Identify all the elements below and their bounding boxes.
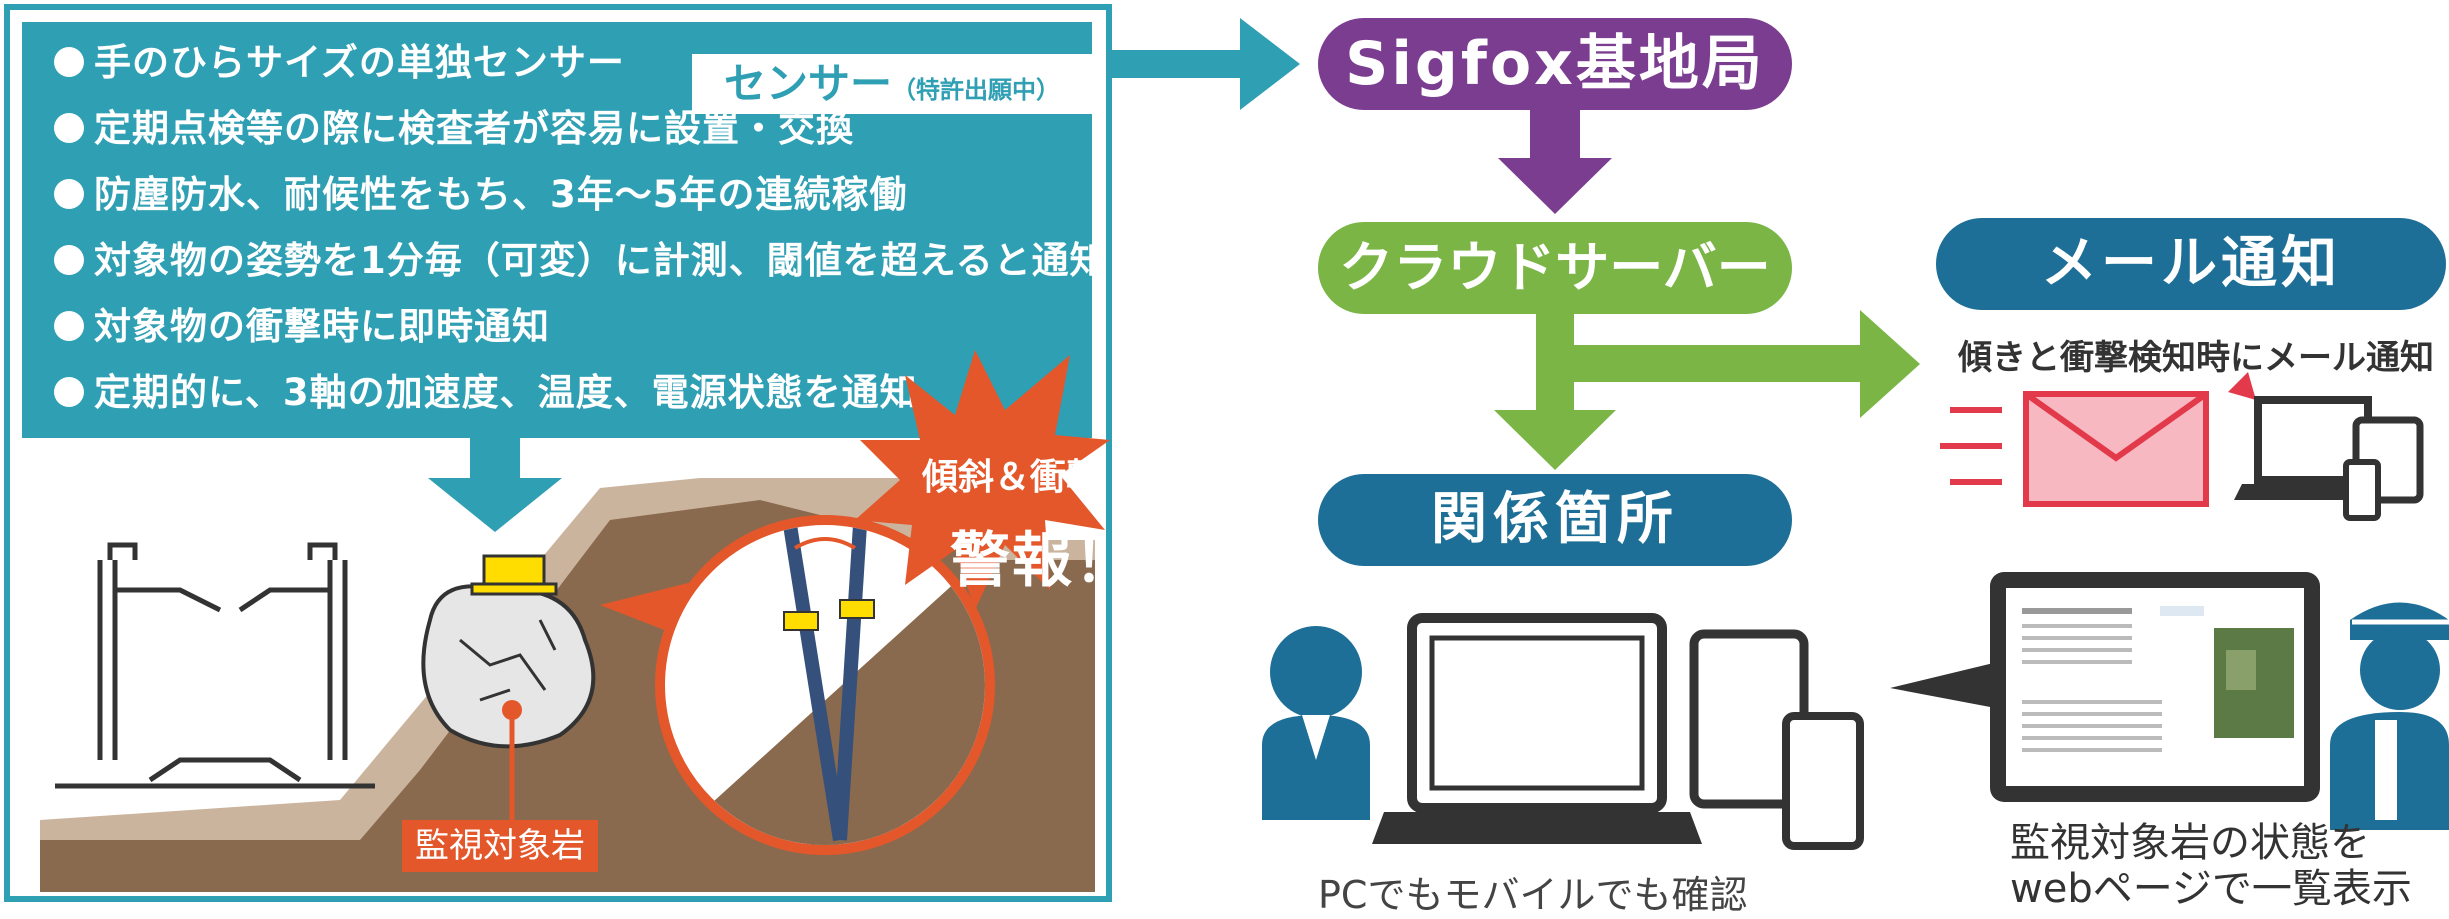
down-arrow-icon: [1498, 110, 1612, 214]
rock-label: 監視対象岩: [402, 820, 598, 872]
bullet-icon: [54, 178, 84, 209]
cloud-server: クラウドサーバー: [1318, 222, 1792, 314]
web-tablet-icon: [1990, 572, 2320, 802]
mail-caption: 傾きと衝撃検知時にメール通知: [1958, 338, 2434, 378]
down-arrow-icon: [1494, 314, 1616, 470]
feature-item: 定期点検等の際に検査者が容易に設置・交換: [54, 98, 854, 152]
web-caption: 監視対象岩の状態を webページで一覧表示: [2010, 820, 2412, 912]
feature-item: 手のひらサイズの単独センサー: [54, 32, 625, 86]
laptop-tablet-icon: [2234, 396, 2424, 521]
alarm-title: 傾斜＆衝撃: [922, 457, 1103, 498]
down-arrow-icon: [428, 438, 562, 532]
related-parties: 関係箇所: [1318, 474, 1792, 566]
bullet-icon: [54, 244, 84, 275]
right-arrow-icon: [1574, 310, 1920, 418]
railway-track-illustration: [55, 542, 375, 789]
alert-starburst: [855, 350, 1110, 610]
mail-notification: メール通知: [1936, 218, 2446, 310]
person-icon: [1262, 626, 1370, 820]
feature-item: 定期的に、3軸の加速度、温度、電源状態を通知: [54, 362, 918, 416]
laptop-icon: [1372, 613, 1702, 844]
feature-item: 対象物の姿勢を1分毎（可変）に計測、閾値を超えると通知: [54, 230, 1108, 284]
bullet-icon: [54, 112, 84, 143]
feature-item: 対象物の衝撃時に即時通知: [54, 296, 550, 350]
worker-icon: [2330, 602, 2449, 830]
slope-scene-illustration: [40, 350, 1110, 892]
email-icon: [1940, 372, 2256, 507]
pc-mobile-caption: PCでもモバイルでも確認: [1318, 873, 1748, 917]
sigfox-base-station: Sigfox基地局: [1318, 18, 1792, 110]
feature-item: 防塵防水、耐候性をもち、3年〜5年の連続稼働: [54, 164, 908, 218]
feature-list-box: 手のひらサイズの単独センサー 定期点検等の際に検査者が容易に設置・交換 防塵防水…: [22, 22, 1107, 438]
bullet-icon: [54, 376, 84, 407]
smartphone-icon: [1782, 712, 1864, 850]
bullet-icon: [54, 46, 84, 77]
bullet-icon: [54, 310, 84, 341]
alarm-warning: 警報！: [950, 526, 1136, 596]
right-arrow-icon: [1112, 18, 1300, 110]
sensor-label: センサー（特許出願中）: [692, 54, 1092, 114]
